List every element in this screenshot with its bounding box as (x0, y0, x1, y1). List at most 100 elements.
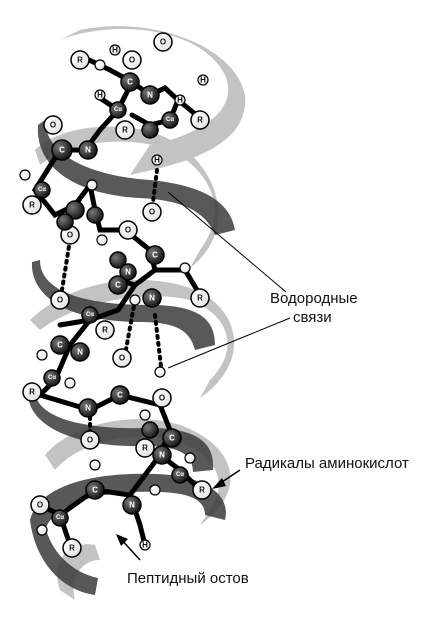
atom-label-ca: Cα (166, 117, 174, 123)
atom-h (174, 94, 186, 106)
atom-h (129, 294, 141, 306)
atom-r (190, 110, 210, 130)
atom-label-n: N (129, 501, 135, 510)
atom-ca (51, 509, 69, 527)
atom-o (122, 50, 142, 70)
atom-h (139, 539, 151, 551)
atom-label-n: N (77, 348, 83, 357)
atom-r (190, 288, 210, 308)
atom-label-o: O (37, 501, 43, 510)
atom-label-r: R (197, 116, 203, 125)
atom-label-n: N (125, 268, 131, 277)
atom-h (89, 459, 101, 471)
atom-c (110, 385, 130, 405)
atom-c (120, 72, 140, 92)
atom-label-c: C (152, 251, 158, 260)
atom-h (94, 89, 106, 101)
atom-label-o: O (149, 208, 155, 217)
atom-label-n: N (85, 146, 91, 155)
atom-label-c: C (169, 434, 175, 443)
atom-o (152, 388, 172, 408)
atom-c (108, 275, 128, 295)
atom-n (119, 263, 137, 281)
atom-c (65, 200, 85, 220)
atom-label-h: H (154, 156, 160, 165)
atom-c (162, 428, 182, 448)
atom-h (197, 74, 209, 86)
label-radicals: Радикалы аминокислот (245, 455, 409, 472)
atom-o (153, 32, 173, 52)
atom-label-h: H (142, 541, 148, 550)
atom-label-r: R (29, 388, 35, 397)
atom-label-ca: Cα (176, 472, 184, 478)
atom-label-r: R (142, 444, 148, 453)
atom-label-r: R (102, 326, 108, 335)
pointer-lines (167, 191, 291, 369)
label-hydrogen-bonds-line2: связи (293, 309, 332, 326)
atom-n (78, 140, 98, 160)
atom-label-r: R (77, 56, 83, 65)
atom-o (112, 348, 132, 368)
atom-label-ca: Cα (86, 312, 94, 318)
label-hydrogen-bonds-line1: Водородные (270, 290, 358, 307)
atom-label-o: O (87, 436, 93, 445)
atom-o (118, 220, 138, 240)
atom-h (94, 59, 106, 71)
atom-label-c: C (57, 341, 63, 350)
atom-label-n: N (85, 404, 91, 413)
atom-label-c: C (117, 391, 123, 400)
atom-ca (109, 251, 127, 269)
atom-label-n: N (147, 91, 153, 100)
atom-label-ca: Cα (114, 107, 122, 113)
atom-label-r: R (29, 201, 35, 210)
atom-label-h: H (97, 91, 103, 100)
arrows (116, 469, 241, 561)
atom-n (56, 213, 74, 231)
atom-h (184, 452, 196, 464)
atom-h (36, 524, 48, 536)
atom-n (140, 85, 160, 105)
atom-label-r: R (122, 126, 128, 135)
atom-label-r: R (69, 544, 75, 553)
atom-c (51, 139, 73, 161)
atom-label-o: O (125, 226, 131, 235)
atom-o (30, 495, 50, 515)
atom-label-ca: Cα (48, 375, 56, 381)
atom-ca (43, 369, 61, 387)
atom-label-o: O (67, 231, 73, 240)
atom-r (70, 50, 90, 70)
atom-label-o: O (160, 38, 166, 47)
atom-n (152, 445, 172, 465)
atom-o (80, 430, 100, 450)
atom-n (70, 342, 90, 362)
atom-label-ca: Cα (38, 187, 46, 193)
atom-label-c: C (127, 78, 133, 87)
atom-r (192, 480, 212, 500)
atom-h (154, 366, 166, 378)
atom-h (86, 179, 98, 191)
atom-h (19, 169, 31, 181)
atom-label-n: N (149, 294, 155, 303)
atom-h (109, 44, 121, 56)
atom-o (43, 115, 63, 135)
atom-label-n: N (159, 451, 165, 460)
atom-label-h: H (112, 46, 118, 55)
atom-r (62, 538, 82, 558)
atom-label-h: H (177, 96, 183, 105)
atom-label-c: C (59, 146, 65, 155)
label-backbone: Пептидный остов (127, 570, 249, 587)
atom-h (64, 377, 76, 389)
atom-label-o: O (159, 394, 165, 403)
atom-c (145, 245, 165, 265)
atom-label-ca: Cα (56, 515, 64, 521)
atom-r (22, 195, 42, 215)
atom-label-o: O (119, 354, 125, 363)
atom-label-c: C (115, 281, 121, 290)
atom-n (142, 288, 162, 308)
atoms (19, 32, 212, 558)
atom-ca (141, 421, 159, 439)
atom-o (142, 202, 162, 222)
atom-h (179, 262, 191, 274)
atom-c (86, 206, 104, 224)
